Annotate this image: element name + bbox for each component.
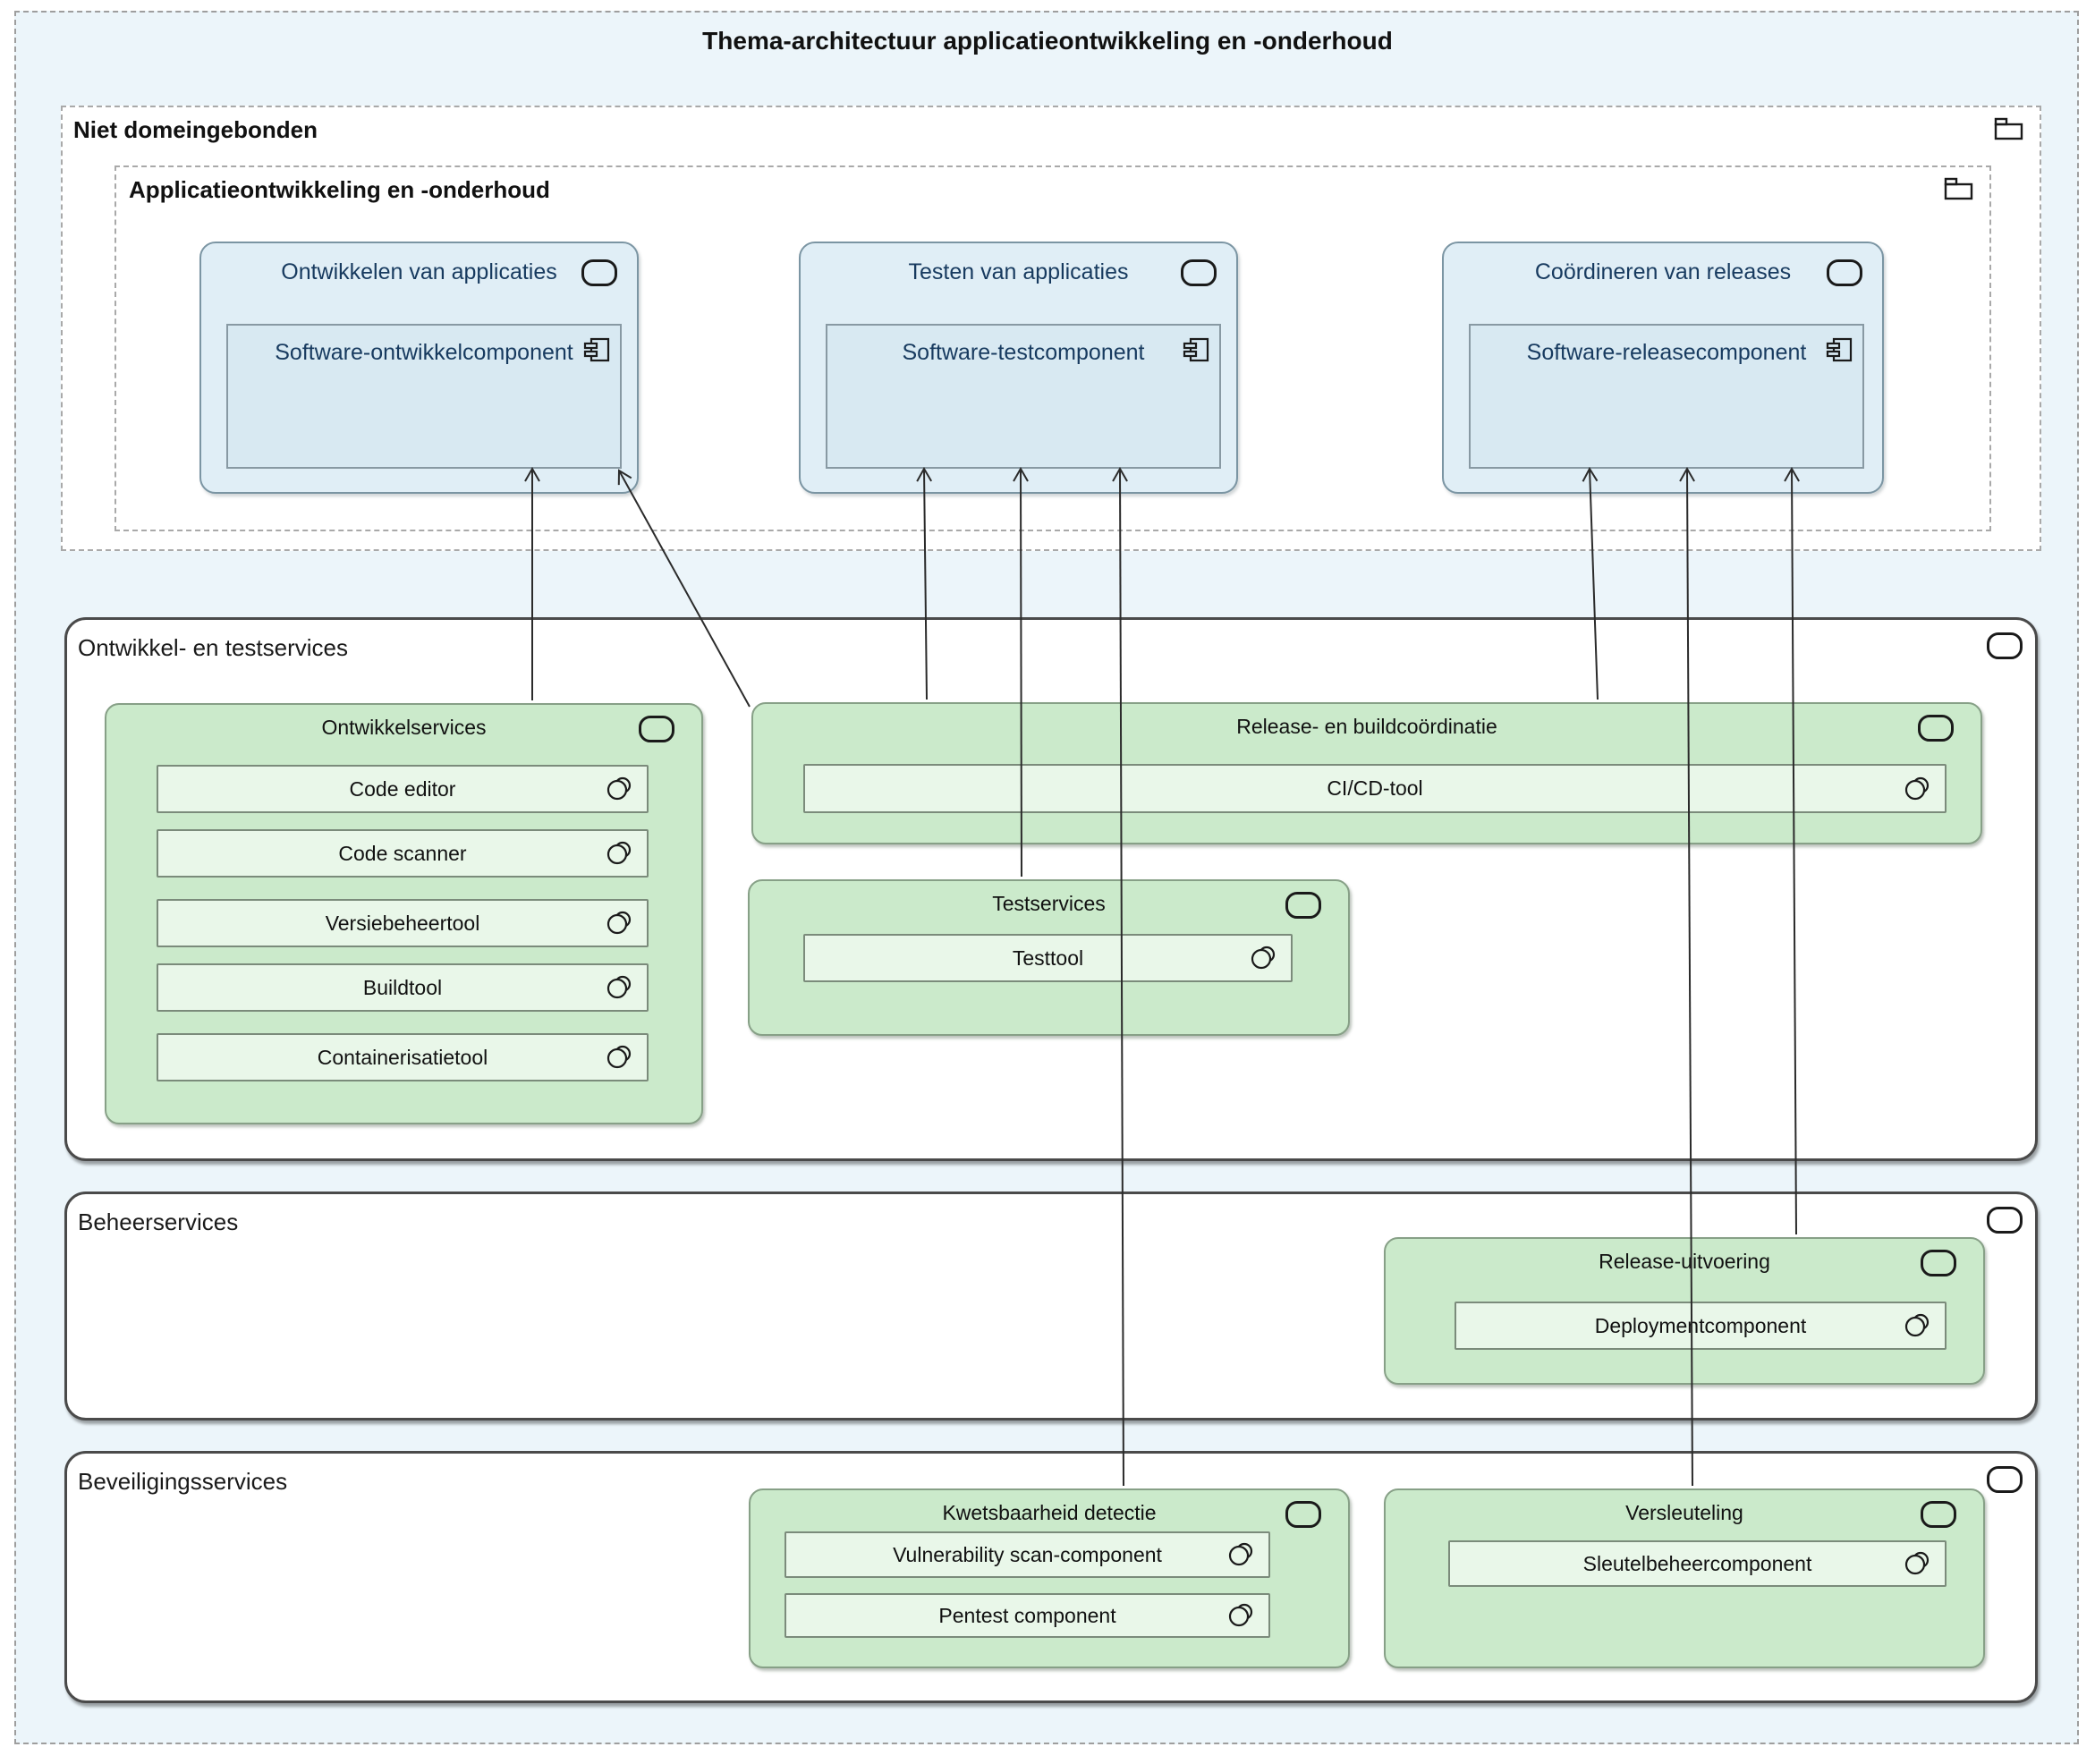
section-label: Beveiligingsservices bbox=[78, 1468, 288, 1495]
uml-component-icon bbox=[1826, 337, 1853, 362]
uml-component-icon bbox=[1183, 337, 1209, 362]
component-software-ontwikkelcomponent[interactable]: Software-ontwikkelcomponent bbox=[226, 324, 622, 469]
service-pill-icon bbox=[581, 259, 617, 286]
tool-versiebeheertool[interactable]: Versiebeheertool bbox=[157, 899, 649, 947]
overlapping-circles-tool-icon bbox=[1251, 946, 1276, 970]
tool-label: Pentest component bbox=[938, 1603, 1116, 1627]
service-group-title: Release-uitvoering bbox=[1599, 1250, 1770, 1273]
group-label: Niet domeingebonden bbox=[73, 116, 318, 143]
service-pill-icon bbox=[1827, 259, 1862, 286]
capability-title: Coördineren van releases bbox=[1534, 259, 1792, 284]
service-group-release-en-buildcoordinatie[interactable]: Release- en buildcoördinatie CI/CD-tool bbox=[751, 702, 1982, 844]
service-group-versleuteling[interactable]: Versleuteling Sleutelbeheercomponent bbox=[1384, 1488, 1985, 1668]
service-pill-icon bbox=[1921, 1250, 1956, 1276]
service-group-testservices[interactable]: Testservices Testtool bbox=[748, 879, 1350, 1036]
service-group-release-uitvoering[interactable]: Release-uitvoering Deploymentcomponent bbox=[1384, 1237, 1985, 1385]
tool-label: Versiebeheertool bbox=[325, 911, 480, 935]
overlapping-circles-tool-icon bbox=[606, 1045, 632, 1069]
tool-label: Code editor bbox=[349, 776, 456, 801]
tool-deploymentcomponent[interactable]: Deploymentcomponent bbox=[1455, 1302, 1947, 1350]
tool-buildtool[interactable]: Buildtool bbox=[157, 963, 649, 1012]
tool-sleutelbeheercomponent[interactable]: Sleutelbeheercomponent bbox=[1448, 1540, 1947, 1587]
service-pill-icon bbox=[639, 716, 674, 742]
overlapping-circles-tool-icon bbox=[606, 776, 632, 801]
section-label: Beheerservices bbox=[78, 1209, 239, 1235]
service-pill-icon bbox=[1918, 715, 1954, 742]
tool-label: Buildtool bbox=[362, 975, 443, 999]
overlapping-circles-tool-icon bbox=[1228, 1603, 1253, 1627]
component-software-releasecomponent[interactable]: Software-releasecomponent bbox=[1469, 324, 1864, 469]
service-pill-icon bbox=[1921, 1501, 1956, 1528]
service-pill-icon bbox=[1285, 892, 1321, 919]
overlapping-circles-tool-icon bbox=[1904, 1551, 1930, 1575]
service-pill-icon bbox=[1987, 1207, 2023, 1234]
tool-label: Containerisatietool bbox=[317, 1045, 488, 1069]
group-label: Applicatieontwikkeling en -onderhoud bbox=[129, 176, 550, 203]
service-group-title: Kwetsbaarheid detectie bbox=[942, 1501, 1157, 1524]
component-label: Software-ontwikkelcomponent bbox=[275, 340, 573, 365]
tool-label: Vulnerability scan-component bbox=[893, 1542, 1162, 1566]
tool-pentest-component[interactable]: Pentest component bbox=[785, 1593, 1270, 1638]
overlapping-circles-tool-icon bbox=[1228, 1542, 1253, 1566]
tool-containerisatietool[interactable]: Containerisatietool bbox=[157, 1033, 649, 1081]
section-beheerservices[interactable]: Beheerservices Release-uitvoering Deploy… bbox=[64, 1192, 2038, 1421]
tool-label: Code scanner bbox=[338, 841, 467, 865]
overlapping-circles-tool-icon bbox=[606, 911, 632, 935]
service-group-title: Versleuteling bbox=[1625, 1501, 1743, 1524]
service-pill-icon bbox=[1181, 259, 1217, 286]
section-ontwikkel-en-testservices[interactable]: Ontwikkel- en testservices Ontwikkelserv… bbox=[64, 617, 2038, 1161]
overlapping-circles-tool-icon bbox=[606, 975, 632, 999]
overlapping-circles-tool-icon bbox=[1904, 776, 1930, 800]
tool-code-scanner[interactable]: Code scanner bbox=[157, 829, 649, 878]
overlapping-circles-tool-icon bbox=[1904, 1313, 1930, 1337]
service-group-ontwikkelservices[interactable]: Ontwikkelservices Code editor Code scann… bbox=[105, 703, 703, 1124]
tool-cicd-tool[interactable]: CI/CD-tool bbox=[803, 764, 1947, 813]
service-group-title: Testservices bbox=[992, 892, 1106, 915]
service-pill-icon bbox=[1987, 1466, 2023, 1493]
service-group-title: Release- en buildcoördinatie bbox=[1236, 715, 1497, 738]
tool-vulnerability-scan-component[interactable]: Vulnerability scan-component bbox=[785, 1531, 1270, 1578]
capability-title: Testen van applicaties bbox=[908, 259, 1129, 284]
service-pill-icon bbox=[1987, 632, 2023, 659]
tool-label: Deploymentcomponent bbox=[1594, 1313, 1807, 1337]
component-software-testcomponent[interactable]: Software-testcomponent bbox=[826, 324, 1221, 469]
service-group-kwetsbaarheid-detectie[interactable]: Kwetsbaarheid detectie Vulnerability sca… bbox=[749, 1488, 1350, 1668]
tool-code-editor[interactable]: Code editor bbox=[157, 765, 649, 813]
section-label: Ontwikkel- en testservices bbox=[78, 634, 348, 661]
overlapping-circles-tool-icon bbox=[606, 841, 632, 865]
tool-label: Testtool bbox=[1012, 946, 1084, 970]
capability-testen-van-applicaties[interactable]: Testen van applicaties Software-testcomp… bbox=[799, 242, 1238, 494]
component-label: Software-releasecomponent bbox=[1526, 340, 1807, 365]
capability-title: Ontwikkelen van applicaties bbox=[281, 259, 557, 284]
capability-coordineren-van-releases[interactable]: Coördineren van releases Software-releas… bbox=[1442, 242, 1884, 494]
folder-icon bbox=[1944, 177, 1973, 200]
tool-label: Sleutelbeheercomponent bbox=[1582, 1551, 1812, 1575]
section-beveiligingsservices[interactable]: Beveiligingsservices Kwetsbaarheid detec… bbox=[64, 1451, 2038, 1703]
uml-component-icon bbox=[583, 337, 610, 362]
folder-icon bbox=[1994, 117, 2023, 140]
service-group-title: Ontwikkelservices bbox=[321, 716, 487, 739]
service-pill-icon bbox=[1285, 1501, 1321, 1528]
tool-label: CI/CD-tool bbox=[1327, 776, 1423, 800]
component-label: Software-testcomponent bbox=[902, 340, 1145, 365]
diagram-title: Thema-architectuur applicatieontwikkelin… bbox=[702, 27, 1393, 55]
tool-testtool[interactable]: Testtool bbox=[803, 934, 1293, 982]
capability-ontwikkelen-van-applicaties[interactable]: Ontwikkelen van applicaties Software-ont… bbox=[199, 242, 639, 494]
